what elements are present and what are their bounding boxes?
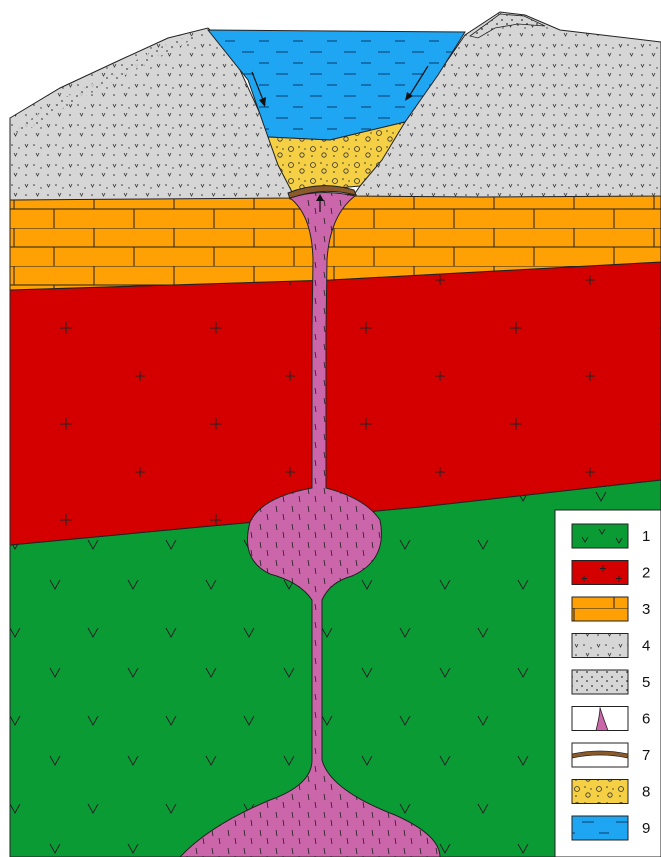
legend-swatch-pebbles — [572, 780, 628, 804]
legend-swatch-v-marks — [572, 524, 628, 548]
legend-swatch-bricks — [572, 597, 628, 621]
legend-number: 4 — [642, 638, 650, 655]
legend: 1 2 3 4 5 6 7 8 9 — [555, 510, 661, 857]
legend-swatch-dashes — [572, 816, 628, 840]
legend-number: 2 — [642, 565, 650, 582]
legend-number: 7 — [642, 747, 650, 764]
legend-number: 8 — [642, 784, 650, 801]
legend-number: 5 — [642, 674, 650, 691]
legend-swatch-crosses — [572, 561, 628, 585]
legend-number: 3 — [642, 601, 650, 618]
legend-swatch-v-dots — [572, 634, 628, 658]
legend-number: 9 — [642, 820, 650, 837]
legend-swatch-arcs-dots — [572, 670, 628, 694]
legend-number: 1 — [642, 528, 650, 545]
legend-number: 6 — [642, 711, 650, 728]
